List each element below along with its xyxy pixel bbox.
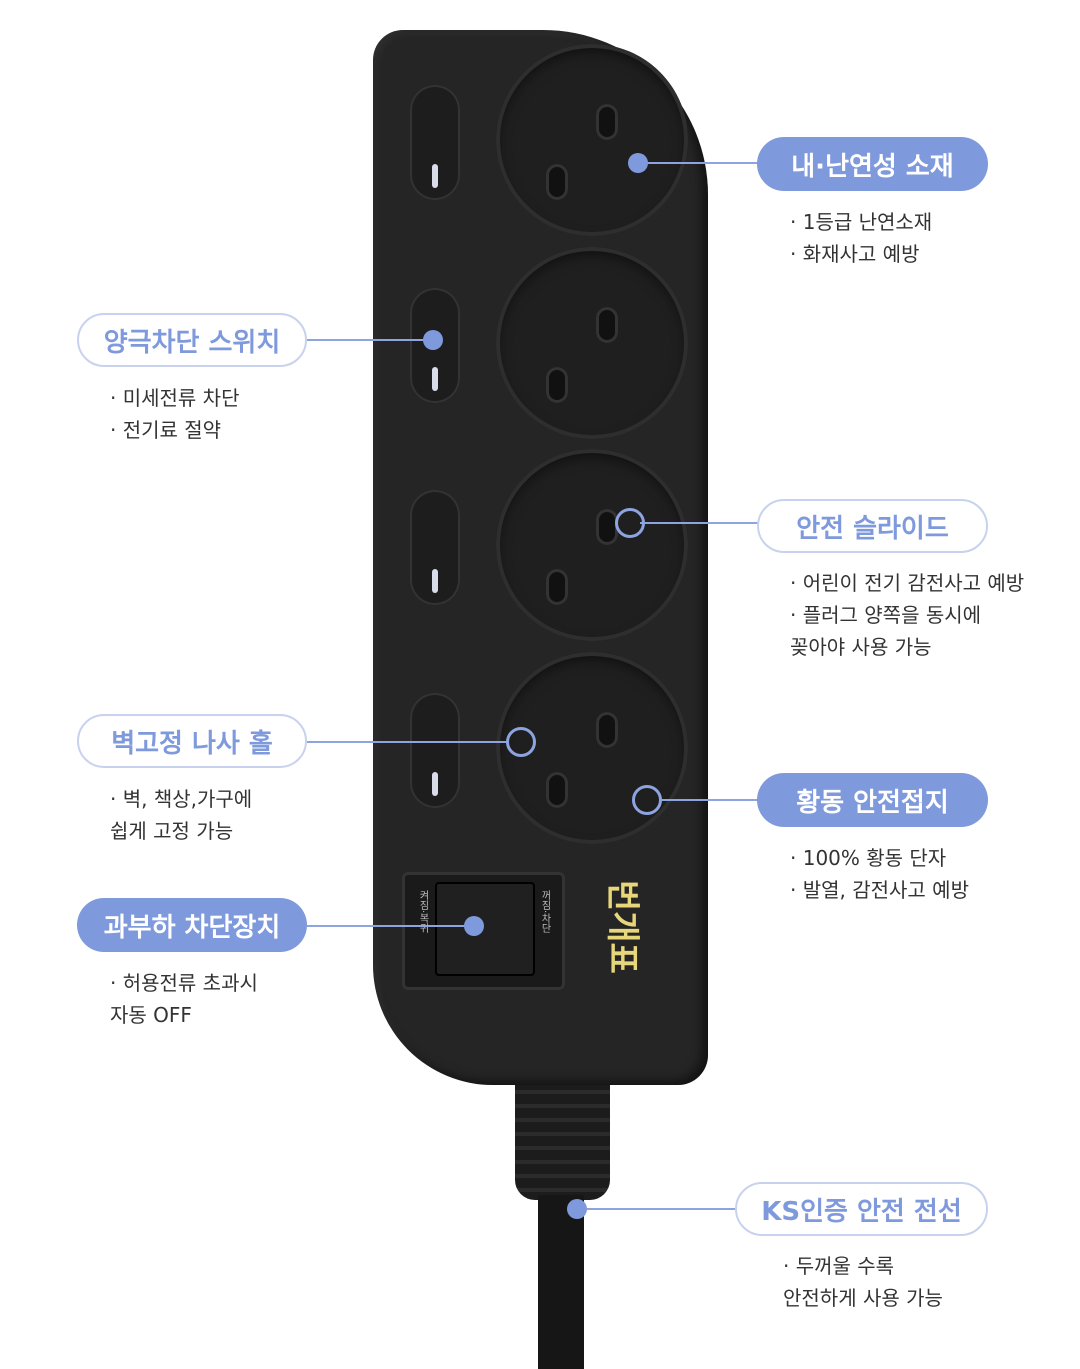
callout-line xyxy=(307,741,509,743)
breaker-label-on: 켜짐·복귀 xyxy=(417,890,428,934)
desc-line: 안전하게 사용 가능 xyxy=(783,1286,943,1310)
desc-line: · 두꺼울 수록 xyxy=(783,1254,895,1278)
feature-desc-safety-slide: · 어린이 전기 감전사고 예방 · 플러그 양쪽을 동시에 꽂아야 사용 가능 xyxy=(790,567,1024,663)
brand-logo: 번개표 xyxy=(602,880,642,974)
callout-line xyxy=(307,339,433,341)
desc-line: · 전기료 절약 xyxy=(110,418,222,442)
callout-ring xyxy=(615,508,645,538)
feature-title-safety-slide: 안전 슬라이드 xyxy=(757,499,988,553)
desc-line: · 벽, 책상,가구에 xyxy=(110,787,253,811)
callout-dot xyxy=(423,330,443,350)
feature-desc-wall-mount: · 벽, 책상,가구에 쉽게 고정 가능 xyxy=(110,783,252,847)
callout-ring xyxy=(632,785,662,815)
socket-1 xyxy=(496,44,688,236)
power-cord xyxy=(538,1195,584,1369)
breaker-button xyxy=(435,882,535,976)
callout-dot xyxy=(628,153,648,173)
desc-line: · 발열, 감전사고 예방 xyxy=(790,878,969,902)
feature-title-brass-ground: 황동 안전접지 xyxy=(757,773,988,827)
feature-title-flame-retardant: 내·난연성 소재 xyxy=(757,137,988,191)
feature-title-bipolar-switch: 양극차단 스위치 xyxy=(77,313,307,367)
feature-desc-overload: · 허용전류 초과시 자동 OFF xyxy=(110,967,258,1031)
cord-strain-relief xyxy=(515,1080,610,1200)
breaker-label-off: 꺼짐·차단 xyxy=(539,890,550,934)
socket-switch-1 xyxy=(410,85,460,200)
desc-line: · 플러그 양쪽을 동시에 xyxy=(790,603,982,627)
desc-line: · 화재사고 예방 xyxy=(790,242,920,266)
desc-line: 자동 OFF xyxy=(110,1003,192,1027)
callout-dot xyxy=(464,916,484,936)
socket-2 xyxy=(496,247,688,439)
feature-title-ks-cable: KS인증 안전 전선 xyxy=(735,1182,988,1236)
socket-switch-3 xyxy=(410,490,460,605)
feature-title-overload: 과부하 차단장치 xyxy=(77,898,307,952)
desc-line: · 100% 황동 단자 xyxy=(790,846,947,870)
desc-line: · 허용전류 초과시 xyxy=(110,971,258,995)
feature-desc-flame-retardant: · 1등급 난연소재 · 화재사고 예방 xyxy=(790,206,932,270)
callout-line xyxy=(577,1208,735,1210)
feature-title-wall-mount: 벽고정 나사 홀 xyxy=(77,714,307,768)
feature-desc-brass-ground: · 100% 황동 단자 · 발열, 감전사고 예방 xyxy=(790,842,969,906)
desc-line: · 1등급 난연소재 xyxy=(790,210,933,234)
feature-desc-ks-cable: · 두꺼울 수록 안전하게 사용 가능 xyxy=(783,1250,943,1314)
callout-line xyxy=(659,799,758,801)
callout-line xyxy=(640,522,758,524)
callout-line xyxy=(638,162,758,164)
desc-line: · 어린이 전기 감전사고 예방 xyxy=(790,571,1025,595)
socket-3 xyxy=(496,449,688,641)
desc-line: · 미세전류 차단 xyxy=(110,386,240,410)
callout-line xyxy=(307,925,474,927)
socket-switch-4 xyxy=(410,693,460,808)
callout-dot xyxy=(567,1199,587,1219)
callout-ring xyxy=(506,727,536,757)
desc-line: 꽂아야 사용 가능 xyxy=(790,635,932,659)
feature-desc-bipolar-switch: · 미세전류 차단 · 전기료 절약 xyxy=(110,382,239,446)
desc-line: 쉽게 고정 가능 xyxy=(110,819,234,843)
